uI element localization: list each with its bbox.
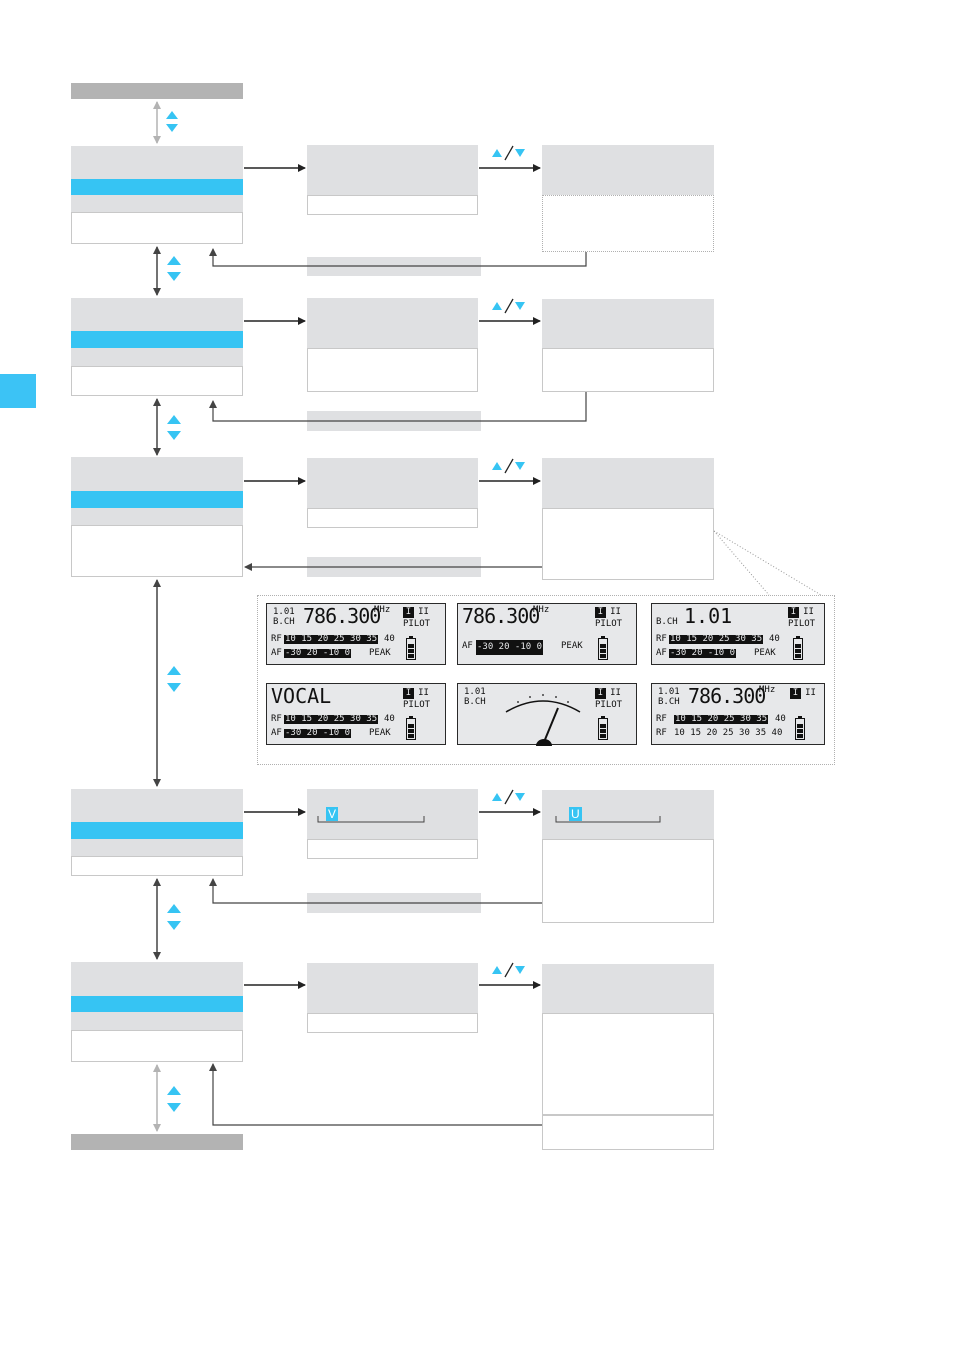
battery-icon <box>793 636 803 660</box>
section-tab <box>0 374 36 408</box>
display-option-meter[interactable]: 1.01 B.CH I II PILOT <box>457 683 637 746</box>
confirm-bar-2[interactable] <box>307 411 481 431</box>
menu-end-bar <box>71 1134 243 1150</box>
display-option-name[interactable]: VOCAL I II PILOT RF 10 15 20 25 30 35 40… <box>266 683 446 745</box>
display-option-diversity[interactable]: 1.01 B.CH 786.300 MHz I II RF 10 15 20 2… <box>651 683 825 745</box>
menu-start-bar <box>71 83 243 99</box>
name-edit-field-right[interactable]: U <box>569 807 582 821</box>
up-slash-down-icon <box>492 145 525 978</box>
battery-icon <box>598 716 608 740</box>
menu-item-5-highlight <box>71 996 243 1012</box>
analog-meter-icon <box>505 694 581 746</box>
menu-item-4-highlight <box>71 822 243 839</box>
menu-item-1-highlight <box>71 179 243 195</box>
menu-item-3-highlight <box>71 491 243 508</box>
battery-icon <box>795 716 805 740</box>
menu-item-2-highlight <box>71 331 243 348</box>
battery-icon <box>406 636 416 660</box>
battery-icon <box>598 636 608 660</box>
name-edit-field-left[interactable]: V <box>326 807 339 821</box>
confirm-bar-4[interactable] <box>307 893 481 913</box>
battery-icon <box>406 716 416 740</box>
display-option-channel[interactable]: B.CH 1.01 I II PILOT RF 10 15 20 25 30 3… <box>651 603 825 665</box>
confirm-bar-1[interactable] <box>307 257 481 276</box>
display-option-frequency[interactable]: 786.300 MHz I II PILOT AF -30 20 -10 0 P… <box>457 603 637 665</box>
confirm-bar-3[interactable] <box>307 557 481 577</box>
display-option-standard[interactable]: 1.01 B.CH 786.300 MHz I II PILOT RF 10 1… <box>266 603 446 665</box>
setting-panel-5-footer[interactable] <box>542 1115 714 1150</box>
